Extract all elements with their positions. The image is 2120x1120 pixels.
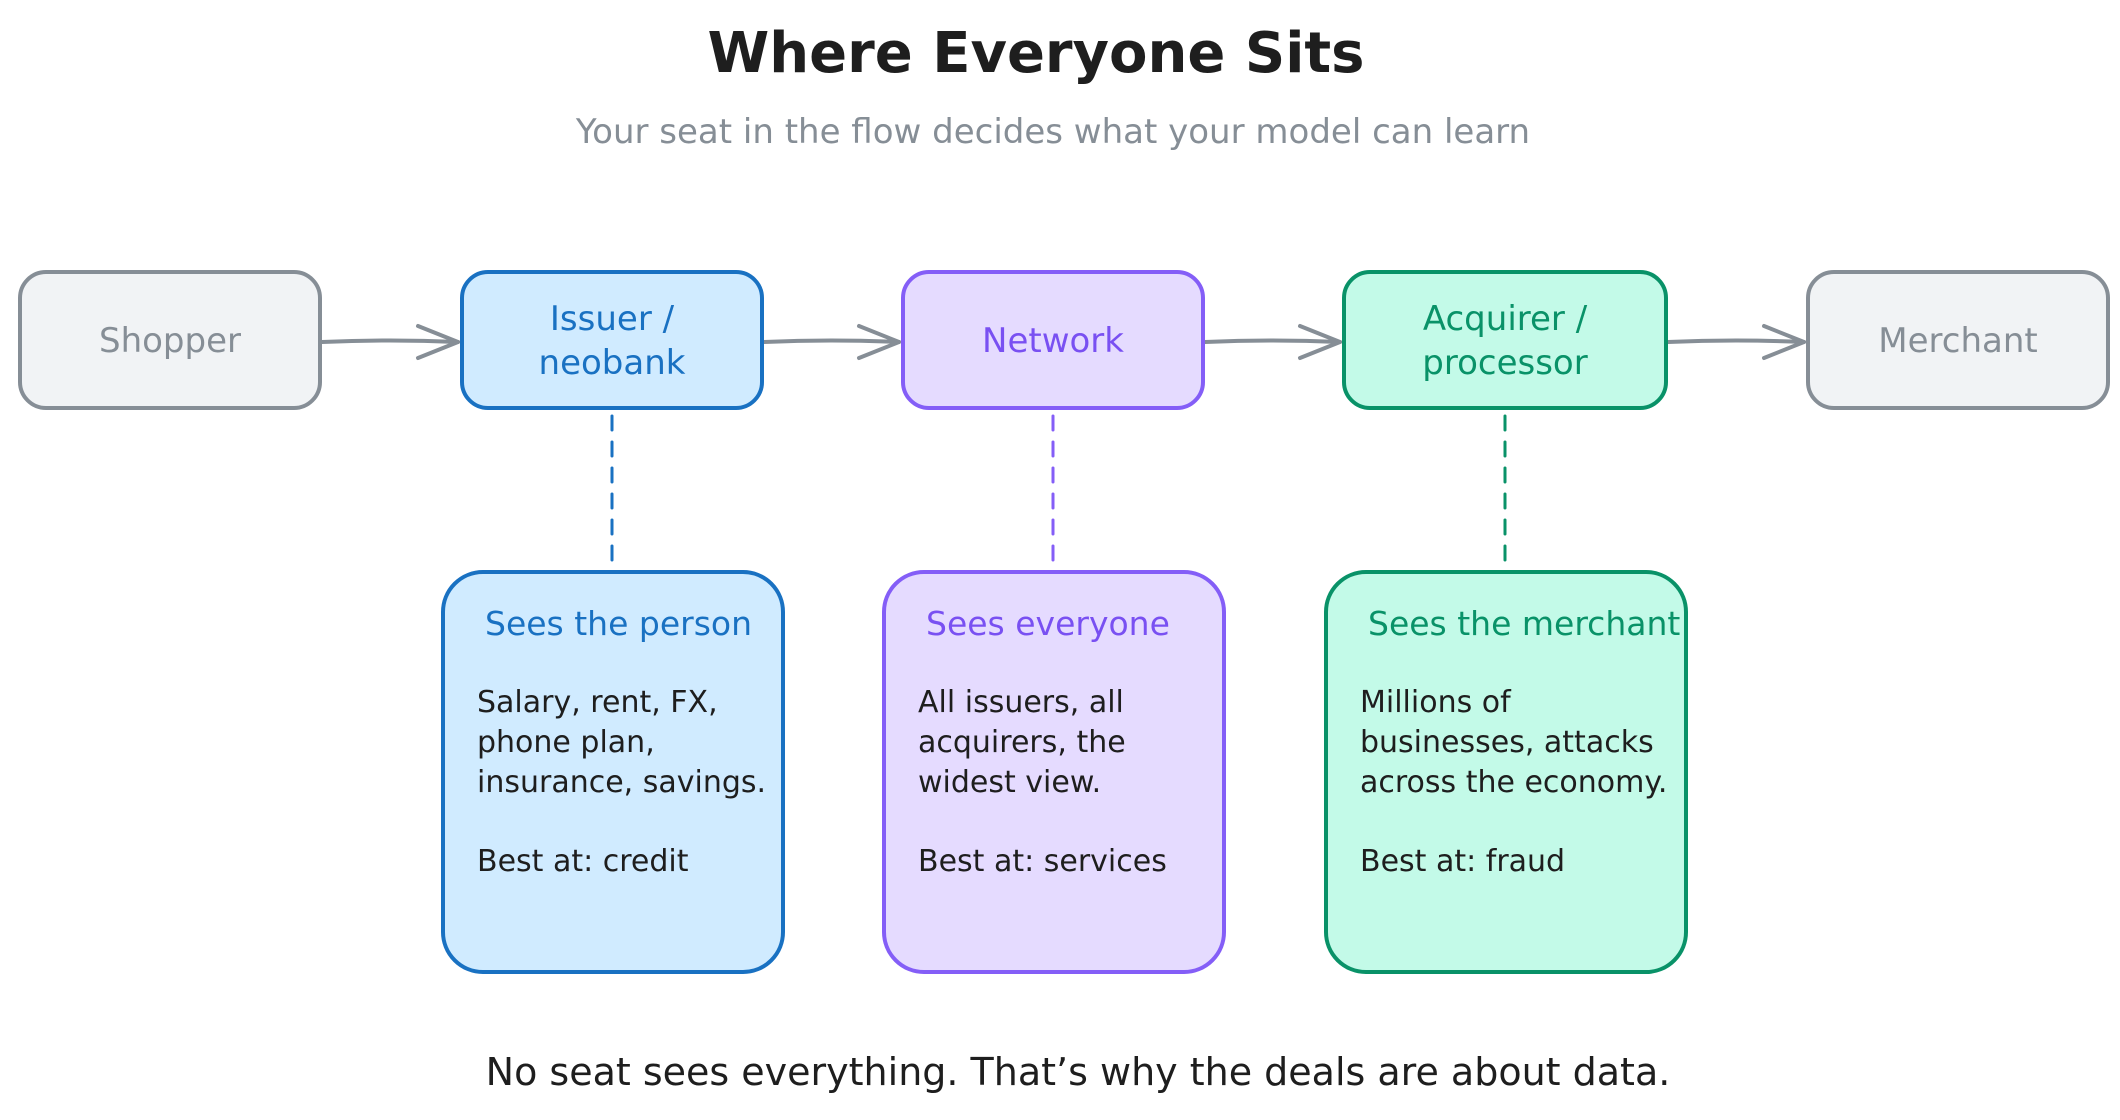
node-label: processor (1422, 343, 1587, 383)
card-body-line: across the economy. (1360, 765, 1667, 800)
node-box (901, 270, 1205, 410)
node-acquirer: Acquirer /processor (1342, 270, 1668, 410)
flow-arrow-line (762, 338, 901, 344)
card-leader-lines (610, 414, 1507, 570)
card-box (441, 570, 785, 974)
diagram-title: Where Everyone Sits (707, 21, 1364, 86)
flow-arrow-line (320, 338, 460, 344)
flow-nodes: Shopper Issuer /neobank Network Acquirer /p… (18, 270, 2110, 410)
node-shopper: Shopper (18, 270, 322, 410)
card-body-line: insurance, savings. (477, 765, 766, 800)
node-label: Shopper (99, 321, 241, 361)
node-box (18, 270, 322, 410)
flow-arrowhead-icon (1762, 324, 1806, 360)
card-best-at: Best at: fraud (1360, 844, 1565, 879)
node-label: neobank (539, 343, 686, 383)
node-box (460, 270, 764, 410)
node-issuer: Issuer /neobank (460, 270, 764, 410)
flow-arrowhead-icon (857, 324, 901, 360)
node-label: Acquirer / (1423, 299, 1588, 339)
card-best-at: Best at: services (918, 844, 1167, 879)
flow-arrowhead-icon (1298, 324, 1342, 360)
node-network: Network (901, 270, 1205, 410)
node-merchant: Merchant (1806, 270, 2110, 410)
card-body-line: phone plan, (477, 725, 655, 760)
node-label: Network (982, 321, 1124, 361)
card-body-line: widest view. (918, 765, 1101, 800)
node-label: Merchant (1878, 321, 2037, 361)
flow-arrow-line (1666, 338, 1806, 344)
card-body-line: Millions of (1360, 685, 1512, 720)
card-body-line: All issuers, all (918, 685, 1124, 720)
card-heading: Sees the person (485, 604, 752, 643)
card-heading: Sees the merchant (1368, 604, 1680, 643)
card-best-at: Best at: credit (477, 844, 689, 879)
flow-arrow-line (1203, 338, 1342, 344)
card-box (1324, 570, 1688, 974)
card-box (882, 570, 1226, 974)
card-body-line: Salary, rent, FX, (477, 685, 718, 720)
card-body-line: businesses, attacks (1360, 725, 1654, 760)
flow-connectors (320, 324, 1806, 360)
card-body-line: acquirers, the (918, 725, 1126, 760)
diagram-subtitle: Your seat in the flow decides what your … (575, 112, 1530, 152)
card-heading: Sees everyone (926, 604, 1170, 643)
flow-arrowhead-icon (416, 324, 460, 360)
node-label: Issuer / (550, 299, 675, 339)
diagram-footer: No seat sees everything. That’s why the … (486, 1050, 1671, 1094)
node-box (1806, 270, 2110, 410)
node-box (1342, 270, 1668, 410)
